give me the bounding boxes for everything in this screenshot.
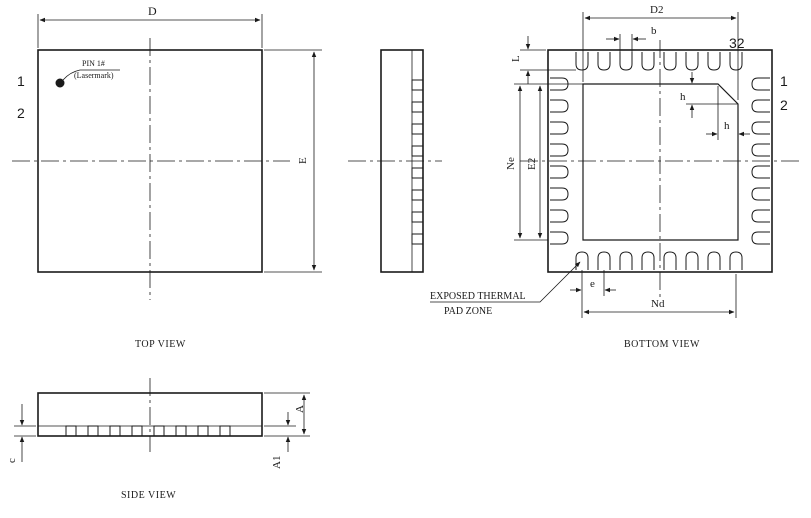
dimension-h-vertical-label: h (680, 91, 686, 103)
dimension-l-label: L (510, 55, 522, 62)
bottom-view (430, 12, 800, 318)
dimension-d-label: D (148, 4, 157, 18)
bottom-view-right-pads (751, 77, 770, 245)
top-view (12, 14, 322, 300)
side-view-leads (65, 425, 231, 437)
side-profile-leads (411, 79, 424, 245)
side-view-profile (348, 49, 442, 273)
bottom-view-top-pads (575, 52, 743, 71)
dimension-nd-label: Nd (651, 298, 665, 310)
top-view-pin-label-2: 2 (17, 105, 25, 121)
pin1-note-subtitle: (Lasermark) (74, 71, 114, 80)
exposed-pad-note-line2: PAD ZONE (444, 306, 492, 317)
dimension-d2-label: D2 (650, 4, 663, 16)
top-view-caption: TOP VIEW (135, 339, 186, 350)
pin1-note-title: PIN 1# (82, 59, 105, 68)
dimension-a-label: A (294, 405, 306, 413)
bottom-view-pin-label-2: 2 (780, 97, 788, 113)
side-view (14, 378, 310, 462)
bottom-view-left-pads (550, 77, 569, 245)
bottom-view-bottom-pads (575, 251, 743, 270)
dimension-ne-label: Ne (505, 157, 517, 170)
pin1-leader-line (62, 69, 120, 81)
dimension-e-pitch-label: e (590, 278, 595, 290)
exposed-pad-leader-line (430, 261, 581, 303)
dimension-e-label: E (297, 157, 309, 164)
exposed-pad-note-line1: EXPOSED THERMAL (430, 291, 526, 302)
bottom-view-pin-label-1: 1 (780, 73, 788, 89)
top-view-pin-label-1: 1 (17, 73, 25, 89)
dimension-a1-label: A1 (271, 456, 283, 469)
side-view-caption: SIDE VIEW (121, 490, 176, 501)
bottom-view-pin-label-32: 32 (729, 35, 745, 51)
dimension-e2-label: E2 (526, 158, 538, 170)
dimension-b-label: b (651, 25, 657, 37)
pin1-mark-icon (55, 78, 65, 88)
exposed-thermal-pad (582, 83, 739, 241)
dimension-h-horizontal-label: h (724, 120, 730, 132)
bottom-view-caption: BOTTOM VIEW (624, 339, 700, 350)
dimension-c-label: c (6, 458, 18, 463)
